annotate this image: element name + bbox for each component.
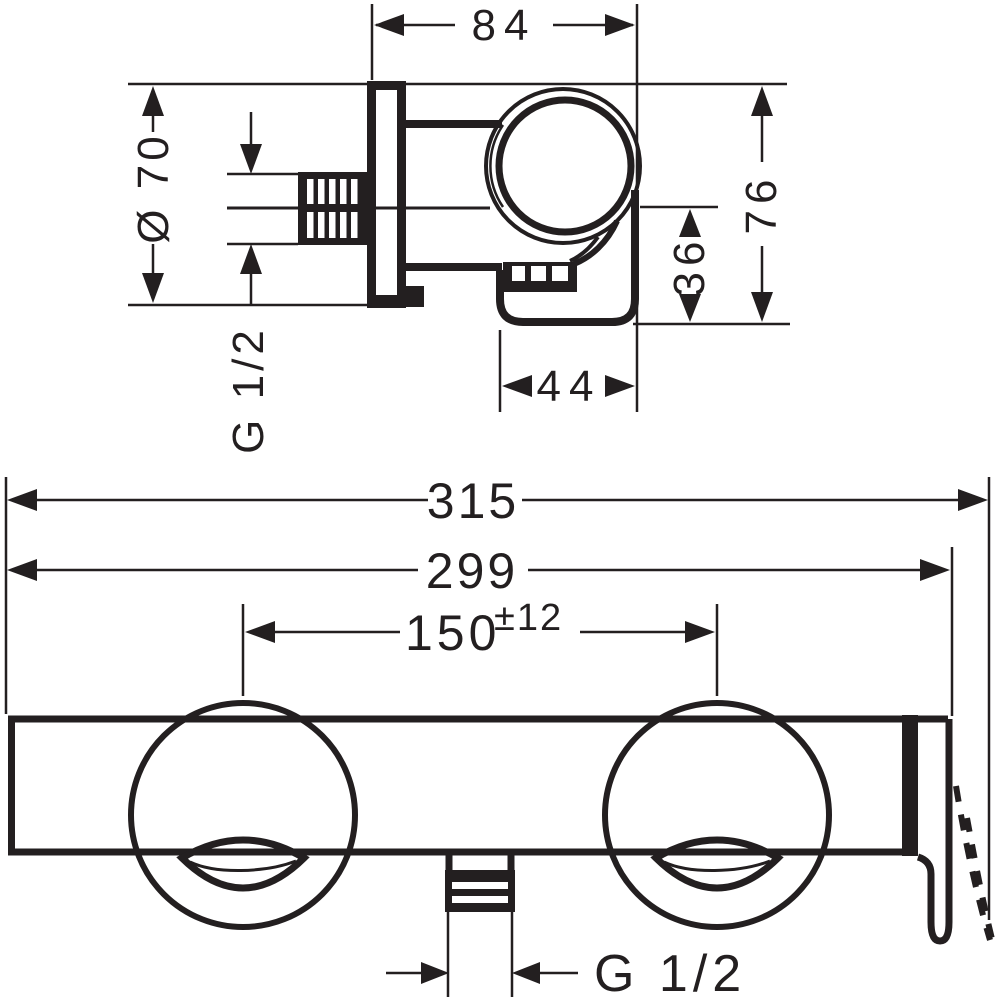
body-end-cap [902,715,918,856]
escutcheon-right [602,700,832,930]
dim-36: 36 [640,205,718,322]
dim-g12-inlet-label: G 1/2 [224,326,273,454]
union-nut-left [176,836,310,892]
dim-299-label: 299 [426,543,518,599]
wall-holder [916,715,997,948]
mixer-body [8,715,910,856]
dim-g12-outlet: G 1/2 [386,912,746,1000]
body-highlight-arc [489,124,505,208]
dim-diameter-70: Ø 70 [128,86,372,307]
bracket-foot [404,286,424,307]
union-nut-right [650,836,784,892]
wall-bracket [496,190,639,326]
dim-76: 76 [633,86,790,326]
valve-body-circle [484,87,642,245]
wall-plate [367,81,424,308]
side-view: 84 Ø 70 G 1/2 76 [128,1,790,454]
dim-44-label: 44 [537,362,602,411]
dim-315-label: 315 [427,473,519,529]
dim-44: 44 [498,330,635,412]
escutcheon-left [128,700,358,930]
dim-150: 150 ±12 [241,597,719,696]
dim-150-label: 150 [405,605,500,661]
hose-outlet [503,219,620,292]
dim-84-label: 84 [472,1,537,50]
hidden-wall-edge-dashed [953,785,993,941]
dim-36-label: 36 [665,236,714,297]
outlet-nipple [445,855,515,912]
dim-150-tolerance-label: ±12 [494,597,563,639]
dim-g12-inlet: G 1/2 [224,112,298,454]
handle-circle [495,96,635,236]
dim-315: 315 [4,473,991,920]
front-view: 315 299 150 ±12 [4,473,997,1000]
hidden-wall-edge-dashed-2 [964,817,997,948]
dim-70-label: Ø 70 [129,132,178,243]
dim-84: 84 [370,1,635,80]
dim-g12-outlet-label: G 1/2 [594,945,746,1000]
dim-76-label: 76 [737,174,786,235]
dim-299: 299 [7,543,954,716]
